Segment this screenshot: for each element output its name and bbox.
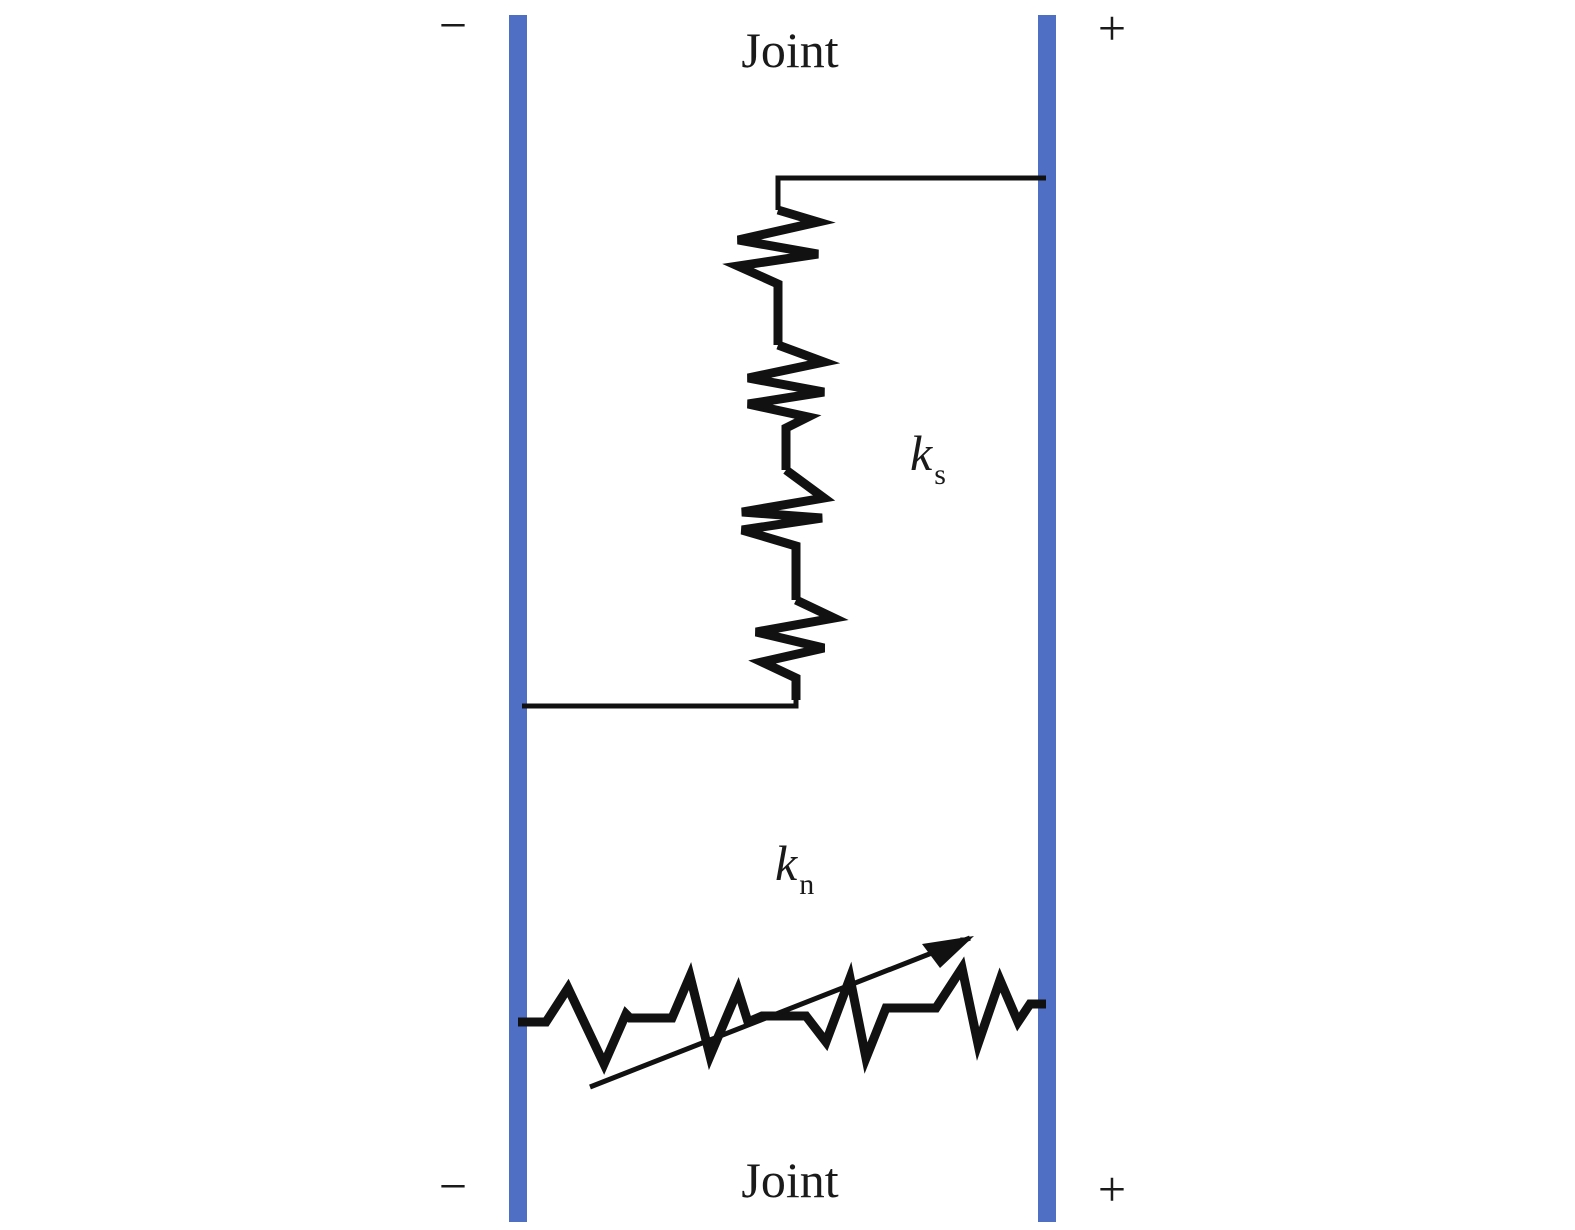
plus-sign-top: +: [1098, 0, 1126, 56]
normal-spring: [518, 935, 1046, 1090]
shear-spring: [522, 175, 1046, 709]
shear-stiffness-symbol: k: [910, 425, 933, 481]
shear-spring-coil-1: [722, 205, 836, 345]
minus-sign-top: −: [439, 0, 467, 53]
left-joint-wall: [509, 15, 527, 1222]
joint-label-top: Joint: [741, 22, 838, 78]
shear-stiffness-label: ks: [910, 425, 946, 491]
normal-stiffness-subscript: n: [799, 868, 814, 901]
plus-sign-bottom: +: [1098, 1161, 1126, 1217]
shear-spring-top-connector: [775, 175, 1046, 210]
shear-spring-coil-2: [747, 340, 841, 470]
shear-spring-coil-3: [740, 466, 836, 600]
joint-label-bottom: Joint: [741, 1152, 838, 1208]
minus-sign-bottom: −: [439, 1158, 467, 1214]
normal-spring-zigzag: [518, 956, 1046, 1075]
right-joint-wall: [1038, 15, 1056, 1222]
shear-stiffness-subscript: s: [934, 458, 946, 491]
normal-stiffness-label: kn: [775, 835, 814, 901]
shear-spring-coil-4: [748, 595, 849, 700]
arrowhead-icon: [922, 936, 974, 968]
shear-spring-bottom-connector: [522, 700, 799, 709]
arrow-icon: [589, 935, 971, 1090]
normal-stiffness-symbol: k: [775, 835, 798, 891]
